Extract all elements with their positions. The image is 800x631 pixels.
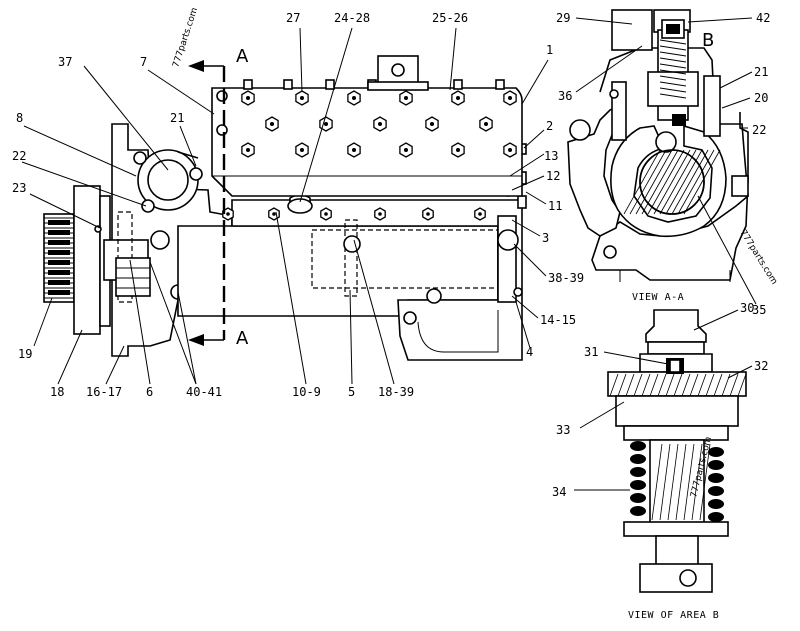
callout-1: 1	[546, 43, 553, 57]
callout-18-39: 18-39	[378, 385, 414, 399]
callout-20: 20	[754, 91, 768, 105]
callout-2: 2	[546, 119, 553, 133]
pump-housing-body	[177, 143, 527, 361]
callout-23: 23	[12, 181, 26, 195]
callout-7: 7	[140, 55, 147, 69]
callout-22-right: 22	[752, 123, 766, 137]
callout-19: 19	[18, 347, 32, 361]
callout-37: 37	[58, 55, 72, 69]
callout-13: 13	[544, 149, 558, 163]
callout-31: 31	[584, 345, 598, 359]
callout-6: 6	[146, 385, 153, 399]
callout-18: 18	[50, 385, 64, 399]
top-cover	[211, 55, 523, 197]
drive-gear	[43, 185, 111, 335]
callout-42: 42	[756, 11, 770, 25]
pump-assembly-main-view: A A 777parts.com	[43, 6, 527, 361]
callout-12: 12	[546, 169, 560, 183]
callout-10-9: 10-9	[292, 385, 321, 399]
callout-labels: 27 24-28 25-26 1 37 7 8 21 22 23 2 13 12…	[12, 11, 770, 499]
callout-24-28: 24-28	[334, 11, 370, 25]
callout-11: 11	[548, 199, 562, 213]
view-a-a-section: B 777parts.com VIEW A-A	[567, 9, 779, 303]
callout-22-left: 22	[12, 149, 26, 163]
leader-lines	[21, 17, 757, 491]
callout-14-15: 14-15	[540, 313, 576, 327]
view-a-a-label: VIEW A-A	[632, 292, 684, 303]
callout-21-right: 21	[754, 65, 768, 79]
callout-5: 5	[348, 385, 355, 399]
watermark-left: 777parts.com	[171, 6, 200, 68]
callout-40-41: 40-41	[186, 385, 222, 399]
section-mark-a-bottom: A	[236, 328, 249, 349]
callout-32: 32	[754, 359, 768, 373]
callout-35: 35	[752, 303, 766, 317]
callout-25-26: 25-26	[432, 11, 468, 25]
section-mark-b: B	[702, 30, 714, 51]
callout-38-39: 38-39	[548, 271, 584, 285]
callout-4: 4	[526, 345, 533, 359]
callout-36: 36	[558, 89, 572, 103]
callout-29: 29	[556, 11, 570, 25]
callout-21-left: 21	[170, 111, 184, 125]
watermark-right-top: 777parts.com	[737, 228, 779, 286]
callout-8: 8	[16, 111, 23, 125]
callout-27: 27	[286, 11, 300, 25]
callout-34: 34	[552, 485, 566, 499]
callout-3: 3	[542, 231, 549, 245]
callout-30-visible: 30	[740, 301, 754, 315]
callout-33: 33	[556, 423, 570, 437]
section-line-a: A A	[188, 46, 249, 349]
view-area-b-label: VIEW OF AREA B	[628, 610, 719, 621]
view-area-b-detail: 777parts.com VIEW OF AREA B	[607, 309, 747, 621]
callout-16-17: 16-17	[86, 385, 122, 399]
section-mark-a-top: A	[236, 46, 249, 67]
